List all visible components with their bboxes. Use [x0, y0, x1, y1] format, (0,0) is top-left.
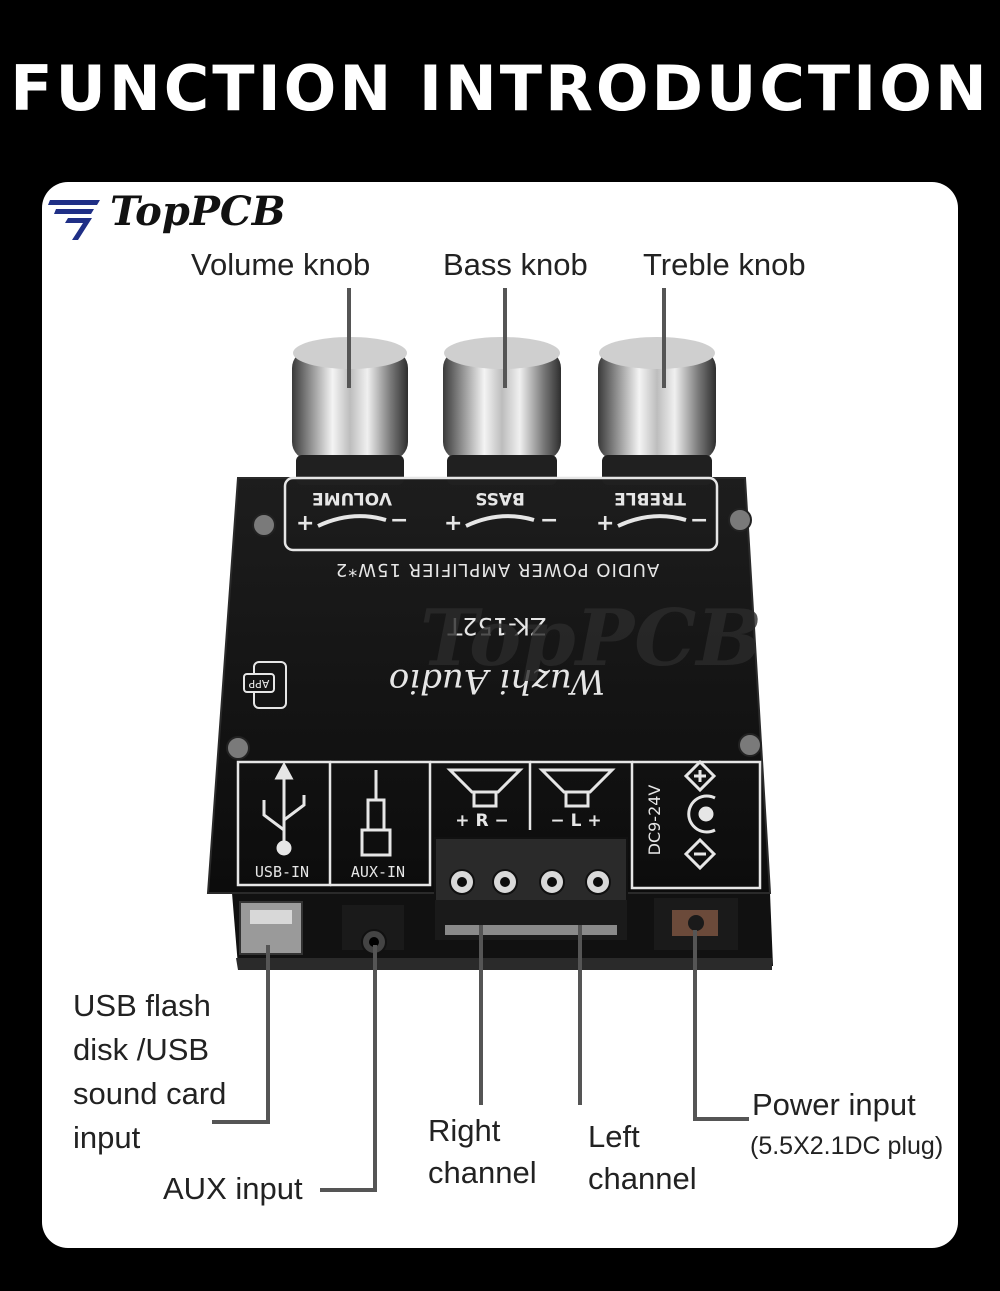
volume-plus: + — [296, 511, 314, 536]
logo-mark-icon — [48, 200, 100, 240]
volume-leader-line — [347, 288, 351, 388]
speaker-terminal-block — [434, 837, 628, 940]
treble-arrow-icon — [617, 514, 687, 528]
board-bass-label: BASS — [475, 488, 525, 508]
power-leader-line-h — [693, 1117, 749, 1121]
knob-label-box — [283, 476, 719, 552]
volume-knob-label: Volume knob — [191, 247, 371, 282]
right-polarity-label: + R − — [455, 811, 508, 831]
power-leader-line — [693, 930, 697, 1120]
screw-icon — [226, 736, 250, 760]
usb-label-line: input — [73, 1120, 141, 1155]
aux-leader-line-h — [320, 1188, 377, 1192]
treble-knob-icon — [598, 337, 716, 485]
left-polarity-label: − L + — [550, 811, 601, 831]
usb-icon — [262, 761, 306, 856]
bass-leader-line — [503, 288, 507, 388]
app-label: APP — [248, 677, 269, 690]
volume-minus: − — [390, 508, 408, 533]
treble-plus: + — [596, 511, 614, 536]
treble-knob-label: Treble knob — [643, 247, 806, 282]
aux-jack-icon — [360, 770, 392, 857]
right-leader-line — [479, 925, 483, 1105]
pcb-edge — [236, 958, 772, 970]
treble-minus: − — [690, 508, 708, 533]
right-channel-line: channel — [428, 1155, 537, 1190]
speaker-right-icon — [446, 768, 524, 808]
screw-icon — [728, 508, 752, 532]
usb-in-label: USB-IN — [255, 863, 309, 881]
right-channel-line: Right — [428, 1113, 501, 1148]
power-input-label: Power input — [752, 1087, 916, 1122]
bass-minus: − — [540, 508, 558, 533]
left-channel-label: Left channel — [588, 1116, 697, 1200]
screw-icon — [738, 733, 762, 757]
treble-leader-line — [662, 288, 666, 388]
app-icon — [243, 661, 287, 709]
usb-label-line: sound card — [73, 1076, 227, 1111]
usb-leader-line — [266, 945, 270, 1122]
right-channel-label: Right channel — [428, 1110, 537, 1194]
amp-spec-text: AUDIO POWER AMPLIFIER 15W*2 — [335, 559, 659, 580]
usb-leader-line-h — [212, 1120, 270, 1124]
usb-label-line: disk /USB — [73, 1032, 210, 1067]
left-channel-line: Left — [588, 1119, 640, 1154]
power-plug-note: (5.5X2.1DC plug) — [750, 1132, 944, 1160]
bass-plus: + — [444, 511, 462, 536]
toppcb-logo — [48, 200, 100, 240]
dc-voltage-label: DC9-24V — [645, 785, 664, 856]
left-channel-line: channel — [588, 1161, 697, 1196]
left-leader-line — [578, 925, 582, 1105]
bass-arrow-icon — [465, 514, 535, 528]
watermark-text: TopPCB — [420, 593, 762, 684]
usb-label-line: USB flash — [73, 988, 211, 1023]
usb-port — [239, 901, 303, 955]
volume-arrow-icon — [317, 514, 387, 528]
board-volume-label: VOLUME — [312, 488, 392, 508]
brand-text: Wuzhi Audio — [389, 661, 606, 701]
usb-input-label: USB flash disk /USB sound card input — [73, 984, 226, 1160]
dc-polarity-icon — [683, 759, 717, 871]
page-title: FUNCTION INTRODUCTION — [10, 52, 990, 125]
board-treble-label: TREBLE — [614, 488, 686, 508]
logo-text: TopPCB — [110, 188, 286, 235]
aux-jack — [342, 905, 404, 955]
aux-input-label: AUX input — [163, 1171, 303, 1206]
bass-knob-label: Bass knob — [443, 247, 588, 282]
aux-in-label: AUX-IN — [351, 863, 405, 881]
speaker-left-icon — [538, 768, 616, 808]
bass-knob-icon — [443, 337, 561, 485]
aux-leader-line — [373, 945, 377, 1191]
screw-icon — [252, 513, 276, 537]
model-text: ZK-152T — [447, 612, 546, 640]
